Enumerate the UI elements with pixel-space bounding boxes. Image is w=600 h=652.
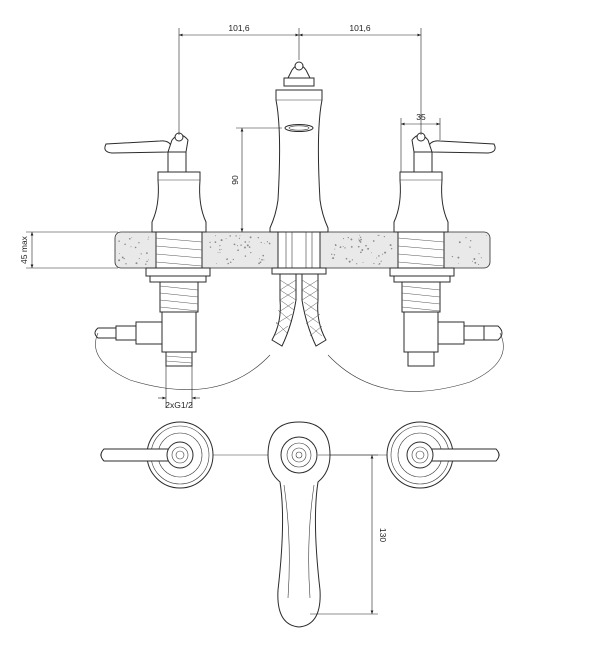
right-valve-elevation [327,132,504,392]
dim-spout-height: 90 [230,175,240,185]
dimension-lines [26,28,441,615]
dim-spacing-left: 101,6 [228,23,250,33]
dim-thread: 2xG1/2 [165,400,193,410]
dim-handle-offset: 35 [416,112,426,122]
spout-hose-braid [273,279,323,337]
spout-plan [267,421,331,628]
spout-elevation [269,61,329,347]
left-valve-plan [100,421,214,489]
left-valve-elevation [94,132,271,390]
countertop-speckle [118,234,487,266]
dim-spout-reach: 130 [378,528,388,542]
dim-spacing-right: 101,6 [349,23,371,33]
left-shank-thread [155,237,203,267]
right-valve-plan [386,421,500,489]
dim-counter-max: 45 max [19,235,29,264]
plan-view [100,421,500,628]
